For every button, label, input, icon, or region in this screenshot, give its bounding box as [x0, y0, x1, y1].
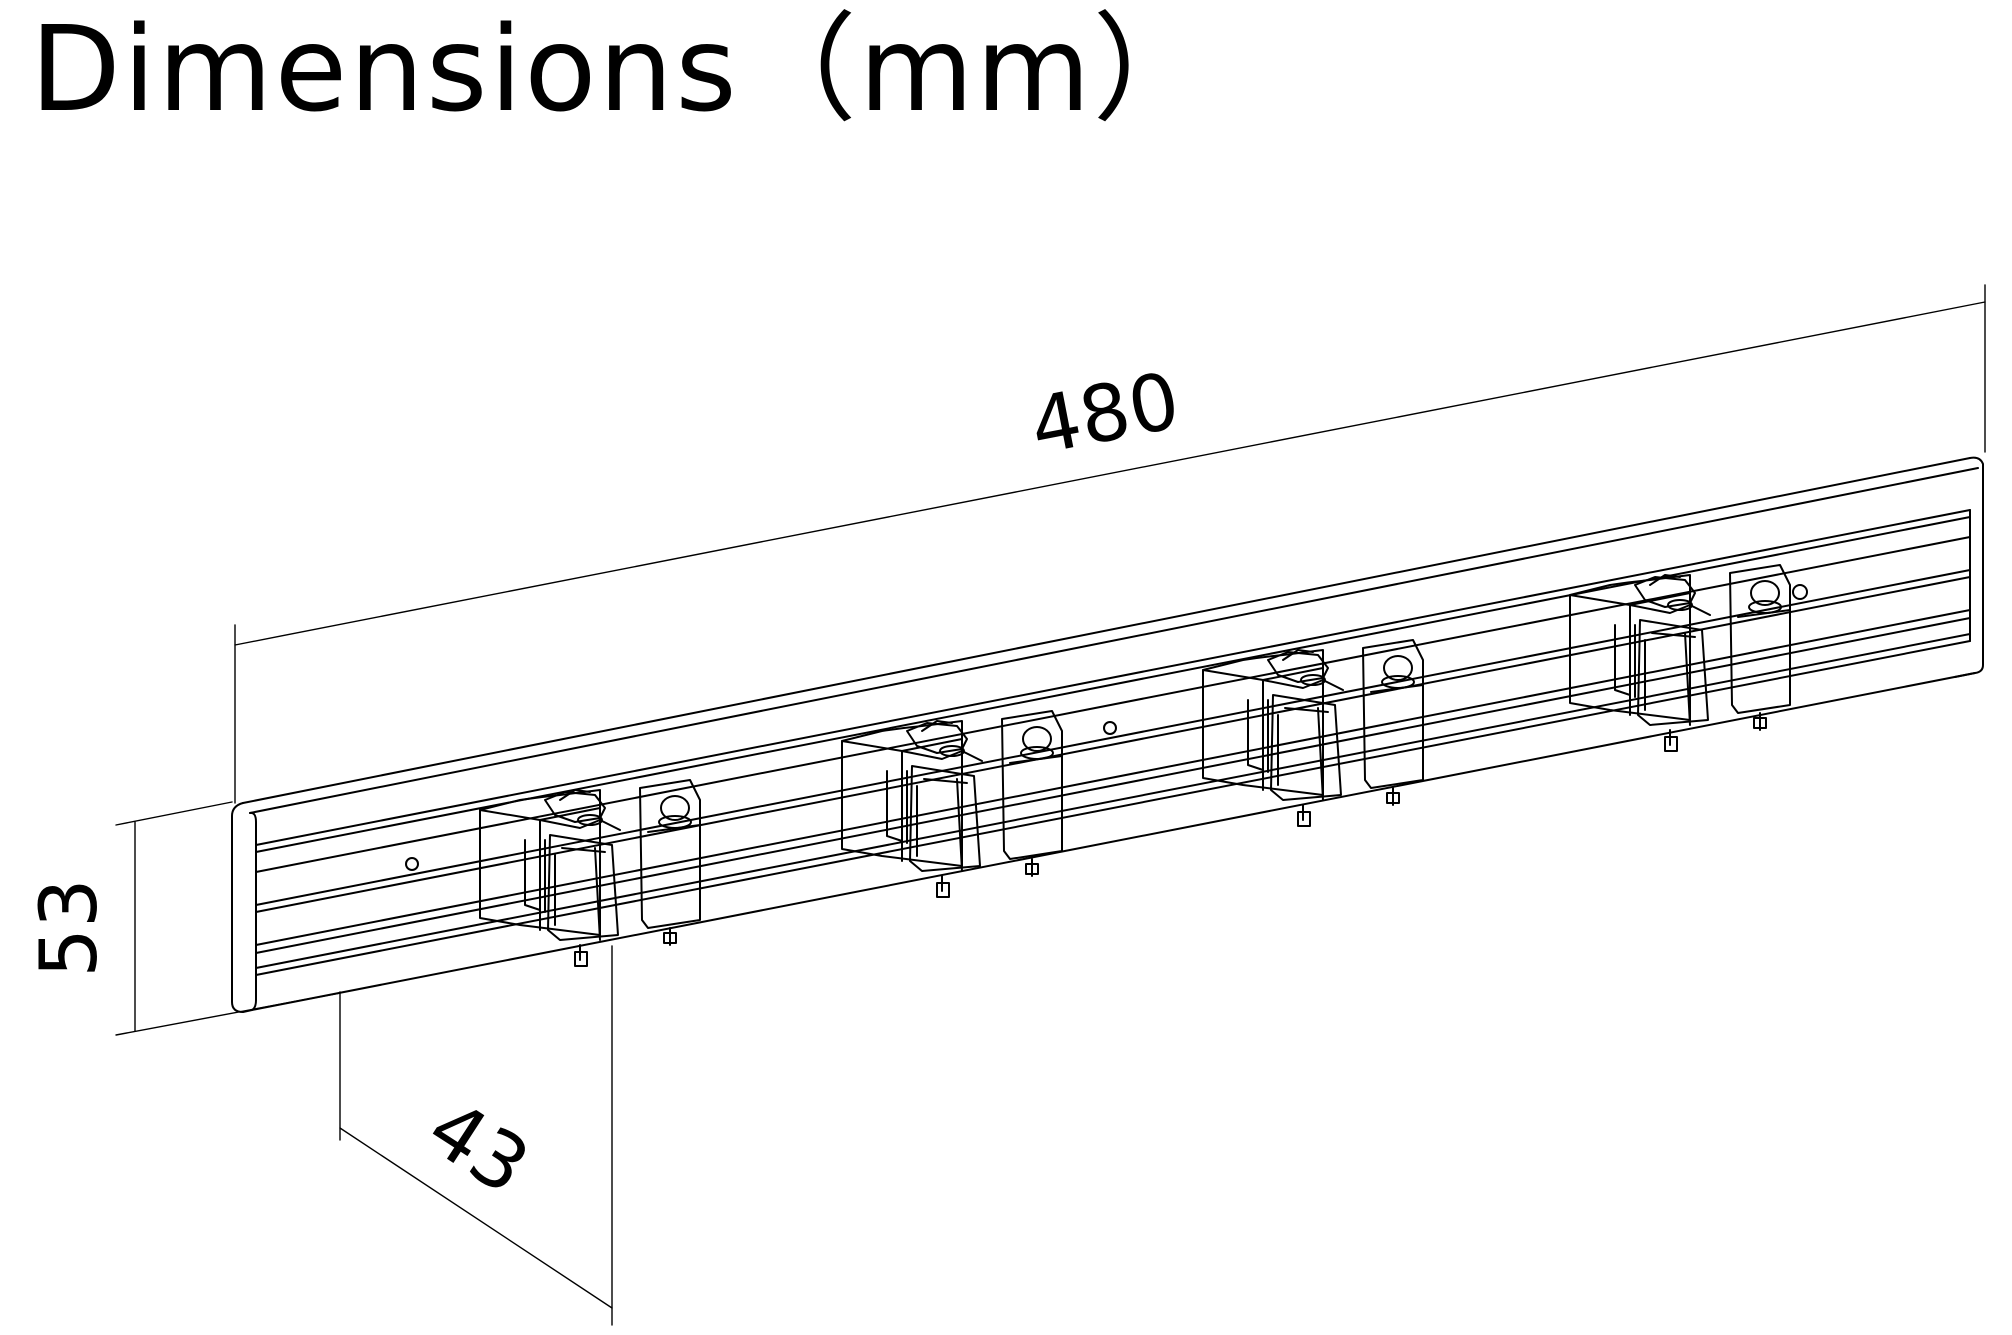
- rail-body: [231, 456, 1984, 1013]
- depth-dimension: [339, 945, 613, 1326]
- clamp-set-1: [479, 779, 701, 967]
- screw-hole-1: [405, 857, 419, 871]
- clamp-4-screw-tip: [1792, 584, 1808, 600]
- clamp-set-2: [841, 710, 1063, 898]
- depth-label: 43: [412, 1083, 544, 1213]
- screw-hole-2: [1103, 721, 1117, 735]
- height-extension-top: [115, 801, 233, 826]
- height-label: 53: [25, 878, 115, 977]
- page-title: Dimensions（mm）: [30, 0, 1213, 138]
- length-label: 480: [1023, 356, 1186, 473]
- depth-dimension-line: [339, 1127, 613, 1309]
- length-dimension-line: [234, 301, 1986, 646]
- length-dimension: [234, 284, 1986, 804]
- clamp-set-3: [1202, 639, 1424, 827]
